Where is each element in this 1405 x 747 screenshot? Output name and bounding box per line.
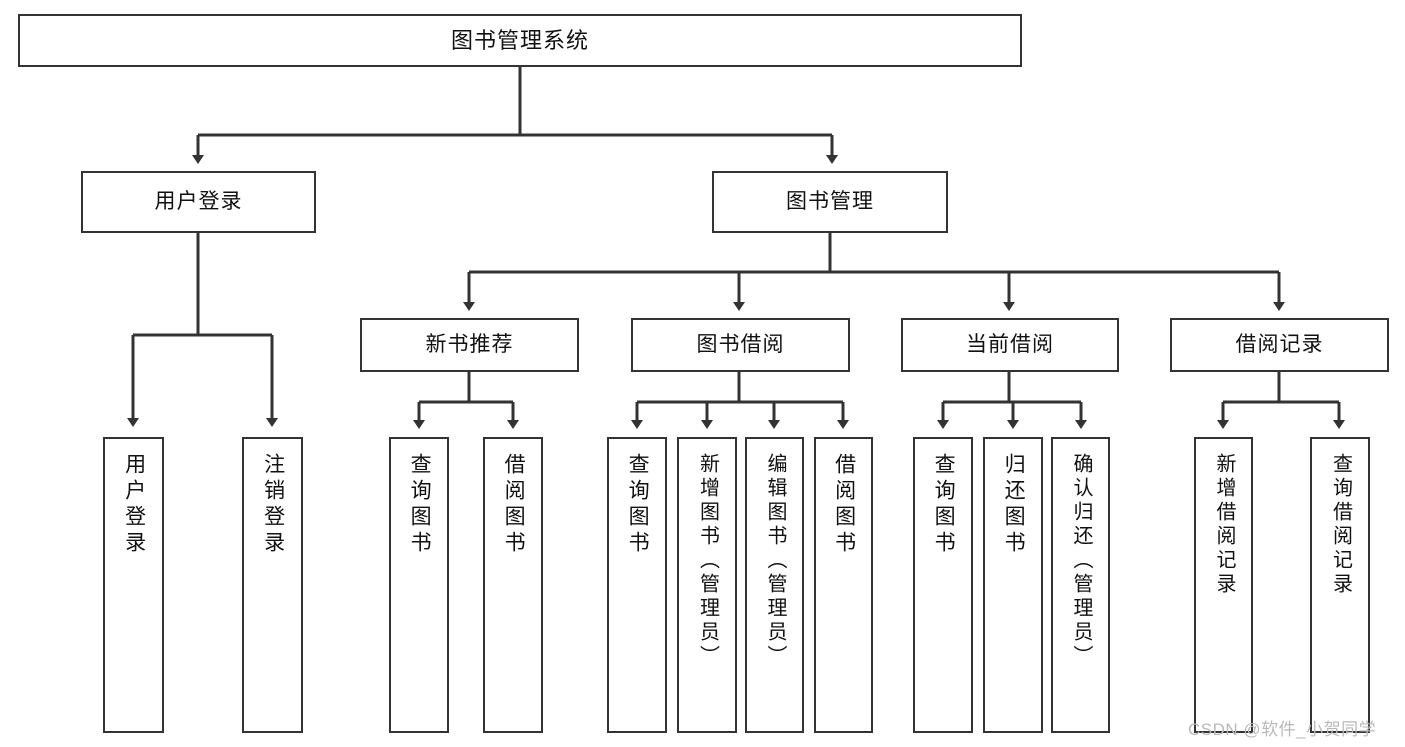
node-root-label: 图书管理系统 (450, 27, 589, 53)
node-root[interactable]: 图书管理系统 (18, 14, 1022, 67)
leaf-current-return-book[interactable]: 归还图书 (983, 437, 1043, 733)
leaf-borrow-edit-book[interactable]: 编辑图书（管理员） (745, 437, 804, 733)
watermark: CSDN @软件_小贺同学 (1188, 720, 1377, 739)
node-new-book-recommend[interactable]: 新书推荐 (360, 318, 579, 372)
leaf-current-query-book[interactable]: 查询图书 (913, 437, 973, 733)
node-book-borrow[interactable]: 图书借阅 (631, 318, 850, 372)
leaf-borrow-add-book[interactable]: 新增图书（管理员） (677, 437, 737, 733)
node-new-book-recommend-label: 新书推荐 (425, 332, 514, 356)
leaf-borrow-query-book-label: 查询图书 (626, 453, 650, 557)
leaf-recommend-borrow-book-label: 借阅图书 (502, 453, 526, 557)
leaf-recommend-borrow-book[interactable]: 借阅图书 (483, 437, 543, 733)
node-book-management-label: 图书管理 (786, 189, 874, 213)
node-book-borrow-label: 图书借阅 (696, 332, 785, 356)
node-borrow-record-label: 借阅记录 (1235, 332, 1324, 356)
node-current-borrow-label: 当前借阅 (966, 332, 1054, 356)
leaf-record-add-record[interactable]: 新增借阅记录 (1194, 437, 1253, 733)
leaf-user-login-signin-label: 用户登录 (122, 453, 146, 557)
node-user-login[interactable]: 用户登录 (81, 171, 316, 233)
leaf-borrow-edit-book-label: 编辑图书（管理员） (764, 453, 786, 669)
leaf-borrow-add-book-label: 新增图书（管理员） (696, 453, 719, 669)
leaf-record-query-record[interactable]: 查询借阅记录 (1310, 437, 1370, 733)
node-user-login-label: 用户登录 (154, 189, 243, 213)
leaf-borrow-borrow-book-label: 借阅图书 (832, 453, 856, 557)
leaf-user-login-signout[interactable]: 注销登录 (242, 437, 303, 733)
leaf-current-return-book-label: 归还图书 (1002, 453, 1026, 557)
node-current-borrow[interactable]: 当前借阅 (901, 318, 1119, 372)
leaf-record-query-record-label: 查询借阅记录 (1329, 453, 1352, 597)
leaf-borrow-query-book[interactable]: 查询图书 (607, 437, 667, 733)
leaf-user-login-signout-label: 注销登录 (261, 453, 285, 557)
leaf-current-confirm-return[interactable]: 确认归还（管理员） (1051, 437, 1110, 733)
node-borrow-record[interactable]: 借阅记录 (1170, 318, 1389, 372)
node-book-management[interactable]: 图书管理 (712, 171, 948, 233)
leaf-recommend-query-book-label: 查询图书 (408, 453, 432, 557)
leaf-user-login-signin[interactable]: 用户登录 (103, 437, 164, 733)
leaf-current-query-book-label: 查询图书 (932, 453, 956, 557)
leaf-recommend-query-book[interactable]: 查询图书 (389, 437, 449, 733)
leaf-current-confirm-return-label: 确认归还（管理员） (1070, 453, 1092, 669)
leaf-borrow-borrow-book[interactable]: 借阅图书 (814, 437, 873, 733)
leaf-record-add-record-label: 新增借阅记录 (1213, 453, 1235, 597)
